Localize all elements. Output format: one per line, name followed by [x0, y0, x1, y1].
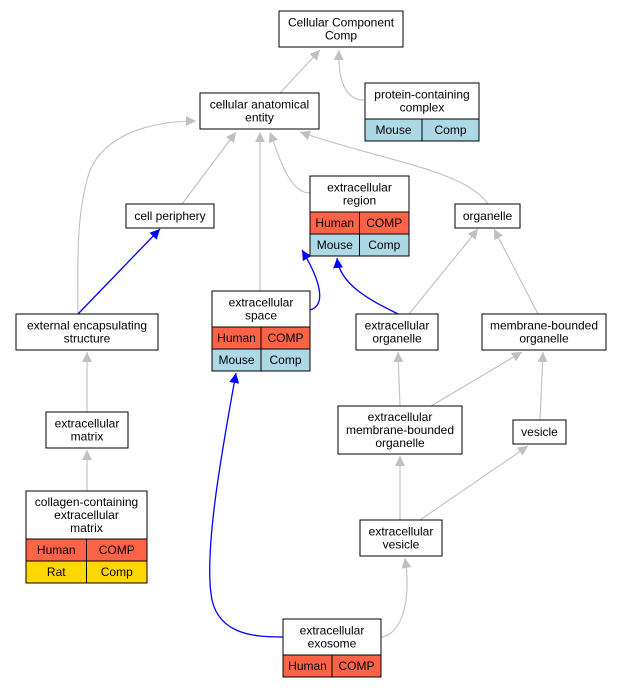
node-box: [278, 10, 404, 48]
node-label-line: Cellular Component: [288, 16, 395, 30]
node-label-line: matrix: [70, 521, 103, 535]
node-label-line: collagen-containing: [35, 495, 138, 509]
gene-label: Comp: [434, 123, 466, 137]
gene-label: Comp: [368, 238, 400, 252]
node-box: [481, 313, 607, 351]
node-label-line: membrane-bounded: [490, 319, 598, 333]
node-cell-periphery: cell periphery: [125, 203, 215, 229]
gene-label: Comp: [101, 565, 133, 579]
gene-label: COMP: [99, 543, 135, 557]
node-label-line: extracellular: [368, 410, 433, 424]
edge-extracellular-space-to-extracellular-region: [301, 249, 321, 311]
edge-cellular-anatomical-entity-to-cellular-component: [279, 49, 321, 94]
edge-extracellular-organelle-to-extracellular-region: [333, 257, 399, 315]
species-label: Mouse: [317, 238, 353, 252]
gene-label: COMP: [366, 216, 402, 230]
edge-external-encapsulating-structure-to-cellular-anatomical-entity: [77, 116, 197, 315]
mouse-cell: [359, 233, 410, 257]
node-label-line: extracellular: [229, 296, 294, 310]
node-label-line: protein-containing: [374, 88, 469, 102]
species-label: Human: [217, 331, 256, 345]
node-box: [454, 203, 521, 229]
edge-external-encapsulating-structure-to-cell-periphery: [77, 228, 161, 315]
species-label: Mouse: [218, 353, 254, 367]
edge-extracellular-exosome-to-extracellular-vesicle: [380, 557, 412, 638]
node-box: [15, 313, 159, 351]
edge-extracellular-exosome-to-extracellular-space: [209, 372, 284, 638]
node-organelle: organelle: [454, 203, 521, 229]
node-label-line: exosome: [308, 637, 357, 651]
node-label-line: extracellular: [54, 508, 119, 522]
node-label-line: vesicle: [521, 425, 558, 439]
mouse-cell: [421, 118, 480, 142]
node-label-line: organelle: [372, 332, 422, 346]
node-label-line: Comp: [325, 29, 357, 43]
node-label-line: extracellular: [365, 319, 430, 333]
species-label: Mouse: [375, 123, 411, 137]
node-label-line: matrix: [71, 430, 104, 444]
node-label-line: external encapsulating: [27, 319, 147, 333]
edge-organelle-to-cellular-anatomical-entity: [299, 130, 489, 205]
edge-membrane-bounded-organelle-to-organelle: [493, 228, 539, 315]
node-box: [359, 519, 443, 557]
species-label: Human: [37, 543, 76, 557]
node-box: [45, 411, 129, 449]
edge-cell-periphery-to-cellular-anatomical-entity: [181, 131, 237, 205]
node-box: [355, 313, 439, 351]
edge-extracellular-membrane-bounded-organelle-to-membrane-bounded-organelle: [430, 351, 523, 407]
edge-vesicle-to-membrane-bounded-organelle: [537, 351, 548, 421]
node-vesicle: vesicle: [512, 419, 567, 445]
nodes-layer: Cellular ComponentCompprotein-containing…: [15, 10, 607, 678]
node-label-line: vesicle: [383, 538, 420, 552]
node-label-line: organelle: [375, 436, 425, 450]
node-label-line: cellular anatomical: [210, 98, 309, 112]
node-label-line: extracellular: [327, 181, 392, 195]
node-label-line: entity: [245, 111, 274, 125]
mouse-cell: [260, 348, 311, 372]
node-label-line: extracellular: [55, 417, 120, 431]
edge-protein-containing-complex-to-cellular-component: [333, 49, 365, 101]
species-label: Rat: [47, 565, 66, 579]
edge-extracellular-vesicle-to-vesicle: [419, 445, 529, 521]
node-box: [512, 419, 567, 445]
gene-label: COMP: [268, 331, 304, 345]
human-cell: [331, 654, 382, 678]
node-label-line: extracellular: [300, 624, 365, 638]
node-label-line: membrane-bounded: [346, 423, 454, 437]
node-label-line: organelle: [463, 209, 513, 223]
species-label: Human: [288, 659, 327, 673]
rat-cell: [86, 560, 148, 584]
node-collagen-containing-extracellular-matrix: collagen-containingextracellularmatrixHu…: [25, 490, 148, 584]
node-box: [337, 405, 463, 455]
species-label: Human: [315, 216, 354, 230]
gene-label: COMP: [339, 659, 375, 673]
node-label-line: extracellular: [369, 525, 434, 539]
node-box: [199, 92, 320, 130]
edge-extracellular-region-to-cellular-anatomical-entity: [268, 131, 311, 194]
node-label-line: complex: [400, 101, 445, 115]
edges-layer: [77, 49, 548, 638]
edge-extracellular-membrane-bounded-organelle-to-extracellular-organelle: [393, 351, 404, 407]
node-box: [125, 203, 215, 229]
node-label-line: space: [245, 309, 277, 323]
node-label-line: region: [343, 194, 376, 208]
gene-label: Comp: [269, 353, 301, 367]
node-label-line: structure: [64, 332, 111, 346]
node-label-line: cell periphery: [134, 209, 205, 223]
edge-extracellular-organelle-to-organelle: [408, 228, 479, 315]
node-label-line: organelle: [519, 332, 569, 346]
